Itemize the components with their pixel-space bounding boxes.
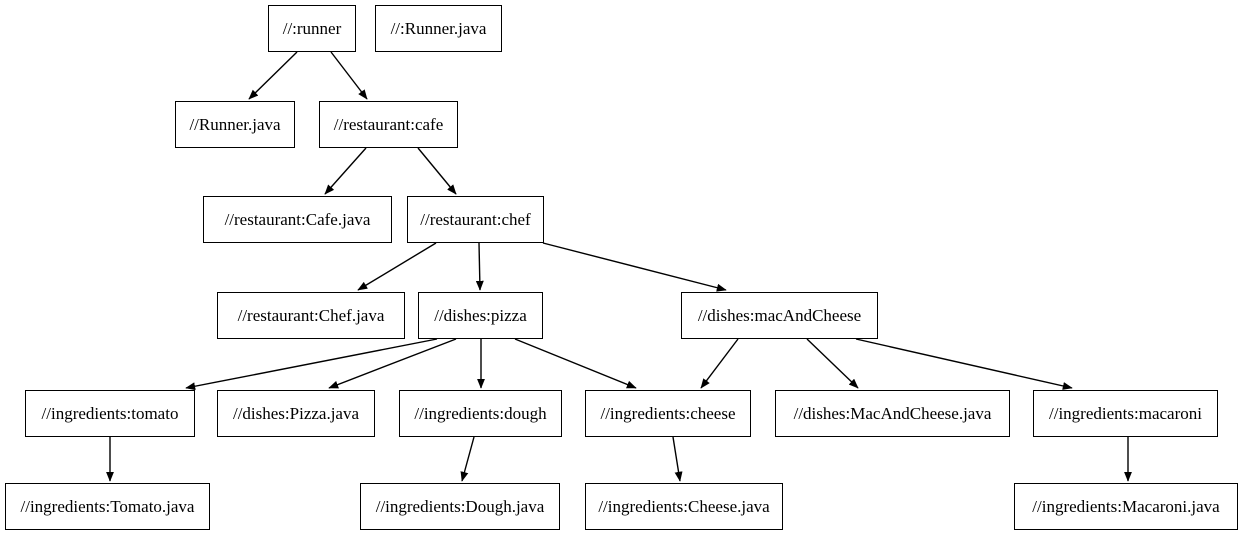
graph-node-restaurant_cafe[interactable]: //restaurant:cafe: [319, 101, 458, 148]
graph-node-ingredients_macaroni_java[interactable]: //ingredients:Macaroni.java: [1014, 483, 1238, 530]
graph-node-label: //restaurant:cafe: [333, 115, 444, 134]
graph-node-label: //:runner: [282, 19, 342, 38]
graph-node-ingredients_cheese[interactable]: //ingredients:cheese: [585, 390, 751, 437]
graph-node-dishes_macandcheese_java[interactable]: //dishes:MacAndCheese.java: [775, 390, 1010, 437]
graph-node-label: //ingredients:Tomato.java: [20, 497, 195, 516]
graph-node-runner_java[interactable]: //Runner.java: [175, 101, 295, 148]
graph-node-runner[interactable]: //:runner: [268, 5, 356, 52]
graph-node-label: //ingredients:Cheese.java: [598, 497, 770, 516]
graph-node-label: //ingredients:dough: [414, 404, 547, 423]
graph-node-ingredients_dough_java[interactable]: //ingredients:Dough.java: [360, 483, 560, 530]
graph-node-label: //ingredients:tomato: [41, 404, 179, 423]
graph-node-label: //Runner.java: [189, 115, 281, 134]
graph-node-label: //dishes:pizza: [434, 306, 527, 325]
graph-node-label: //restaurant:Cafe.java: [224, 210, 371, 229]
graph-node-label: //ingredients:cheese: [600, 404, 736, 423]
graph-node-label: //dishes:macAndCheese: [697, 306, 862, 325]
graph-node-dishes_pizza[interactable]: //dishes:pizza: [418, 292, 543, 339]
graph-node-dishes_macandcheese[interactable]: //dishes:macAndCheese: [681, 292, 878, 339]
graph-node-ingredients_macaroni[interactable]: //ingredients:macaroni: [1033, 390, 1218, 437]
graph-node-label: //restaurant:Chef.java: [237, 306, 385, 325]
graph-node-label: //restaurant:chef: [420, 210, 531, 229]
graph-node-restaurant_chef_java[interactable]: //restaurant:Chef.java: [217, 292, 405, 339]
graph-node-label: //ingredients:Macaroni.java: [1032, 497, 1220, 516]
graph-node-restaurant_chef[interactable]: //restaurant:chef: [407, 196, 544, 243]
graph-node-ingredients_tomato_java[interactable]: //ingredients:Tomato.java: [5, 483, 210, 530]
graph-node-label: //dishes:Pizza.java: [232, 404, 360, 423]
graph-node-label: //:Runner.java: [390, 19, 487, 38]
graph-node-label: //ingredients:macaroni: [1049, 404, 1202, 423]
graph-node-runner_java_root[interactable]: //:Runner.java: [375, 5, 502, 52]
graph-node-ingredients_tomato[interactable]: //ingredients:tomato: [25, 390, 195, 437]
graph-node-dishes_pizza_java[interactable]: //dishes:Pizza.java: [217, 390, 375, 437]
graph-node-label: //dishes:MacAndCheese.java: [793, 404, 992, 423]
graph-node-ingredients_cheese_java[interactable]: //ingredients:Cheese.java: [585, 483, 783, 530]
graph-node-ingredients_dough[interactable]: //ingredients:dough: [399, 390, 562, 437]
graph-node-label: //ingredients:Dough.java: [375, 497, 545, 516]
graph-node-restaurant_cafe_java[interactable]: //restaurant:Cafe.java: [203, 196, 392, 243]
